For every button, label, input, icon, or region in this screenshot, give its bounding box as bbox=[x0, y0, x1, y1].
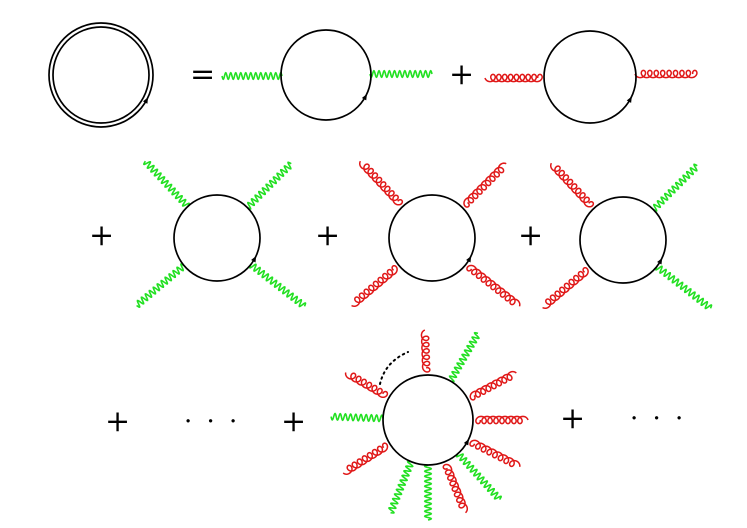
fermion-loop bbox=[543, 30, 637, 124]
equals-sign: = bbox=[190, 57, 215, 92]
ellipsis: · · · bbox=[630, 404, 686, 434]
plus-sign: + bbox=[315, 218, 340, 253]
gluon-leg bbox=[420, 329, 431, 373]
full-polarization-loop bbox=[48, 22, 154, 128]
gluon-leg bbox=[463, 162, 507, 208]
plus-sign: + bbox=[281, 404, 306, 439]
gluon-leg bbox=[358, 160, 404, 206]
gluon-leg bbox=[342, 442, 389, 475]
gluon-leg bbox=[542, 266, 589, 310]
fermion-loop bbox=[388, 194, 476, 282]
gluon-leg bbox=[475, 415, 529, 425]
loop-direction-arrow bbox=[466, 255, 472, 263]
photon-leg bbox=[143, 160, 190, 207]
gluon-leg bbox=[351, 264, 398, 308]
gluon-leg bbox=[549, 162, 595, 208]
photon-leg bbox=[455, 453, 502, 500]
fermion-loop bbox=[579, 196, 667, 284]
plus-sign: + bbox=[560, 401, 585, 436]
omitted-legs-dotted-arc bbox=[379, 351, 409, 385]
photon-leg bbox=[247, 161, 292, 210]
photon-leg bbox=[653, 163, 698, 212]
plus-sign: + bbox=[105, 404, 130, 439]
gluon-leg bbox=[634, 69, 698, 79]
loop-direction-arrow bbox=[143, 97, 149, 104]
ellipsis: · · · bbox=[184, 407, 240, 437]
loop-direction-arrow bbox=[251, 255, 257, 263]
loop-direction-arrow bbox=[657, 257, 663, 265]
photon-leg bbox=[136, 263, 185, 308]
loop-direction-arrow bbox=[626, 96, 632, 103]
fermion-loop bbox=[382, 374, 474, 466]
gluon-leg bbox=[466, 264, 521, 307]
fermion-loop bbox=[280, 29, 372, 121]
photon-leg bbox=[221, 71, 283, 81]
photon-leg bbox=[330, 412, 384, 423]
plus-sign: + bbox=[89, 218, 114, 253]
photon-leg bbox=[249, 263, 307, 308]
gluon-leg bbox=[469, 370, 517, 401]
photon-leg bbox=[388, 460, 414, 514]
loop-direction-arrow bbox=[361, 93, 367, 101]
gluon-leg bbox=[484, 73, 543, 83]
plus-sign: + bbox=[518, 218, 543, 253]
photon-leg bbox=[448, 331, 480, 383]
gluon-leg bbox=[469, 439, 521, 468]
loop-direction-arrow bbox=[463, 438, 469, 446]
fermion-loop bbox=[173, 194, 261, 282]
photon-leg bbox=[369, 69, 433, 79]
gluon-leg bbox=[344, 372, 389, 399]
photon-leg bbox=[655, 265, 713, 310]
photon-leg bbox=[423, 464, 433, 521]
gluon-leg bbox=[442, 463, 469, 514]
plus-sign: + bbox=[449, 57, 474, 92]
